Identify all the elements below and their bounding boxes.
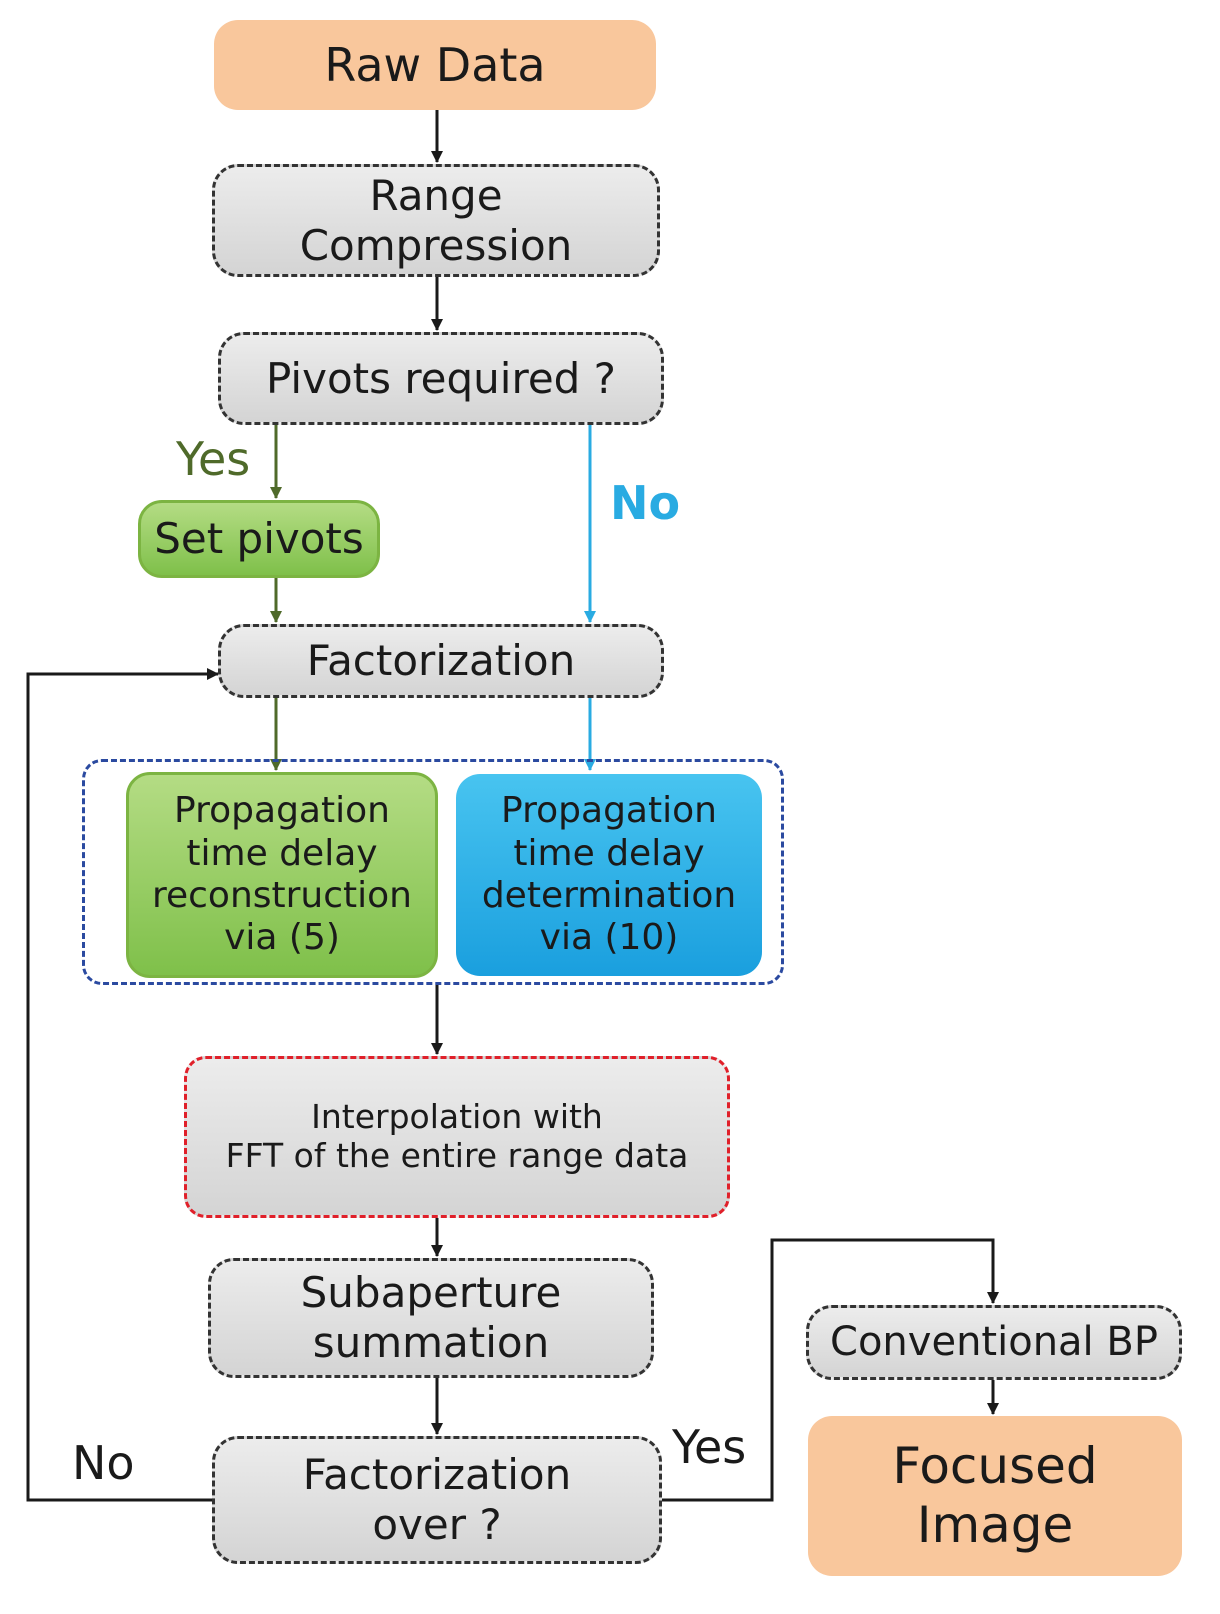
subaperture-line-1: Subaperture	[300, 1268, 562, 1318]
raw-data-node: Raw Data	[214, 20, 656, 110]
reconstruction-node: Propagation time delay reconstruction vi…	[126, 772, 438, 978]
reconstruction-line-1: Propagation	[174, 790, 390, 832]
arrow-over-yes-to-bp	[662, 1238, 999, 1502]
pivots-no-label: No	[610, 476, 681, 530]
factorization-node: Factorization	[218, 624, 664, 698]
determination-line-4: via (10)	[539, 917, 679, 959]
pivots-required-label: Pivots required ?	[266, 353, 616, 403]
interpolation-node: Interpolation with FFT of the entire ran…	[184, 1056, 730, 1218]
arrow-over-no-loop	[26, 668, 219, 1502]
factorization-over-line-1: Factorization	[302, 1450, 572, 1500]
determination-line-1: Propagation	[501, 790, 717, 832]
range-compression-line-1: Range	[369, 170, 503, 220]
over-no-label: No	[72, 1436, 135, 1490]
subaperture-line-2: summation	[312, 1318, 550, 1367]
pivots-yes-label: Yes	[176, 432, 251, 486]
interpolation-line-1: Interpolation with	[311, 1097, 603, 1137]
reconstruction-line-2: time delay	[186, 832, 378, 874]
determination-line-3: determination	[481, 875, 737, 916]
interpolation-line-2: FFT of the entire range data	[225, 1136, 689, 1175]
raw-data-label: Raw Data	[324, 37, 546, 92]
conventional-bp-label: Conventional BP	[830, 1318, 1158, 1365]
reconstruction-line-3: reconstruction	[151, 875, 413, 916]
range-compression-node: Range Compression	[212, 164, 660, 277]
set-pivots-node: Set pivots	[138, 500, 380, 578]
factorization-over-node: Factorization over ?	[212, 1436, 662, 1564]
subaperture-node: Subaperture summation	[208, 1258, 654, 1378]
factorization-label: Factorization	[306, 636, 576, 686]
pivots-required-node: Pivots required ?	[218, 332, 664, 425]
over-yes-label: Yes	[672, 1420, 747, 1474]
determination-line-2: time delay	[513, 832, 705, 874]
focused-image-line-1: Focused	[892, 1437, 1098, 1495]
reconstruction-line-4: via (5)	[224, 917, 340, 959]
conventional-bp-node: Conventional BP	[806, 1305, 1182, 1380]
range-compression-line-2: Compression	[299, 220, 573, 270]
focused-image-node: Focused Image	[808, 1416, 1182, 1576]
focused-image-line-2: Image	[916, 1496, 1074, 1554]
set-pivots-label: Set pivots	[154, 514, 364, 564]
factorization-over-line-2: over ?	[372, 1500, 502, 1549]
determination-node: Propagation time delay determination via…	[456, 774, 762, 976]
propagation-group	[82, 759, 784, 985]
